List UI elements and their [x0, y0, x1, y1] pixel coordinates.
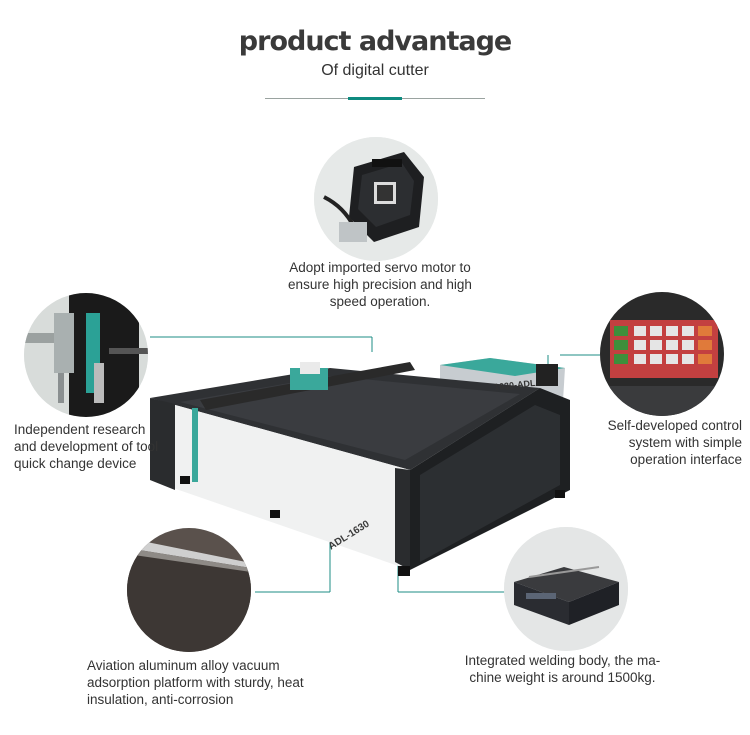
page-subtitle: Of digital cutter — [321, 62, 429, 79]
feature-servo-motor: Adopt imported servo motor to ensure hig… — [288, 260, 472, 309]
servo-motor-image — [314, 137, 438, 261]
vacuum-platform-image — [127, 528, 251, 652]
feature-welding-body: Integrated welding body, the ma-chine we… — [464, 653, 661, 685]
title-divider-accent — [348, 97, 402, 100]
tool-change-image — [24, 293, 148, 417]
feature-vacuum-platform: Aviation aluminum alloy vacuum adsorptio… — [87, 658, 304, 707]
digital-cutter-machine — [150, 358, 570, 576]
page-title: product advantage — [238, 26, 512, 57]
feature-tool-change: Independent research and development of … — [14, 422, 159, 471]
welding-body-image — [504, 527, 628, 651]
feature-control-system: Self-developed control system with simpl… — [607, 418, 742, 467]
control-panel-image — [600, 292, 724, 416]
